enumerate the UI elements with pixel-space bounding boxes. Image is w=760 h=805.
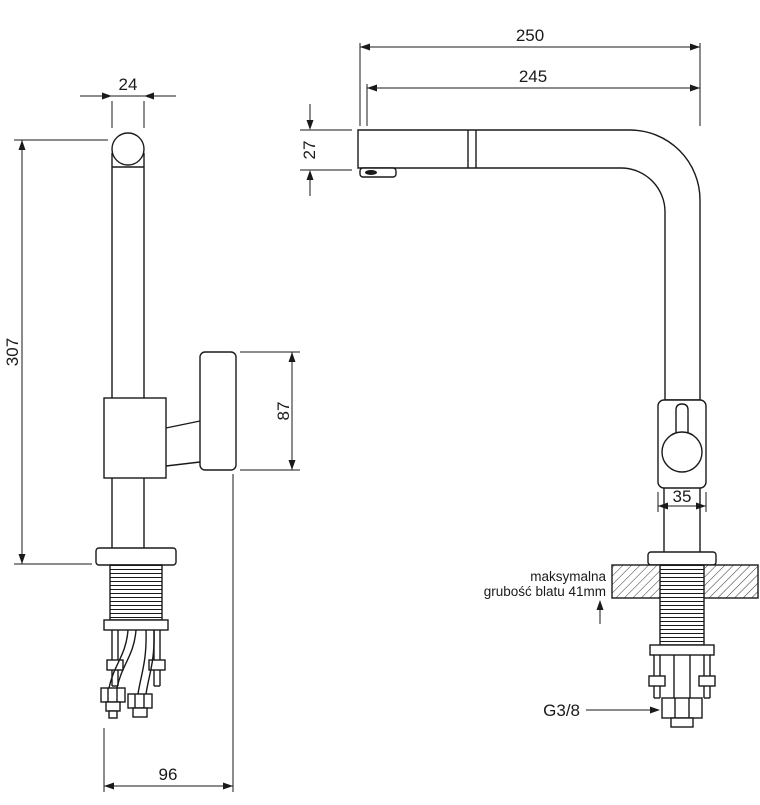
- dimension-250: 250: [359, 26, 701, 126]
- front-base-flange: [647, 551, 717, 566]
- mixer-body: [103, 397, 167, 479]
- dim-label-307: 307: [3, 338, 22, 366]
- aerator: [359, 167, 397, 178]
- washer-plate: [103, 619, 169, 631]
- dimension-35: 35: [657, 487, 707, 512]
- dim-label-24: 24: [119, 75, 138, 94]
- dim-label-35: 35: [673, 487, 692, 506]
- dimension-245: 245: [366, 67, 700, 126]
- dim-label-87: 87: [274, 402, 293, 421]
- thread-label: G3/8: [543, 701, 580, 720]
- note-line-1: maksymalna: [530, 569, 606, 584]
- base-flange: [95, 547, 177, 566]
- dimension-27: 27: [300, 104, 352, 196]
- ball-joint: [111, 132, 145, 166]
- countertop-note: maksymalna grubość blatu 41mm: [484, 569, 606, 624]
- spout: [357, 129, 701, 401]
- riser-pipe: [111, 153, 145, 398]
- g38-callout: G3/8: [543, 701, 660, 720]
- dim-label-245: 245: [519, 67, 547, 86]
- dimension-24: 24: [80, 75, 176, 128]
- front-mounting-studs: [648, 655, 716, 699]
- faucet-front-view: [357, 129, 759, 728]
- note-line-2: grubość blatu 41mm: [484, 584, 606, 599]
- dimension-87: 87: [240, 351, 300, 471]
- front-washer-plate: [649, 644, 715, 656]
- front-lower-neck: [663, 488, 701, 552]
- dim-label-250: 250: [516, 26, 544, 45]
- supply-hoses: [100, 629, 155, 719]
- lower-neck: [111, 478, 145, 548]
- mounting-threads: [109, 564, 163, 621]
- front-mounting-threads: [659, 564, 705, 646]
- g38-connector: [661, 655, 703, 728]
- faucet-side-view: [95, 132, 237, 719]
- lever-handle: [165, 351, 237, 471]
- body-loop-handle: [657, 399, 707, 489]
- mounting-studs: [106, 630, 166, 687]
- pullout-joint: [467, 130, 477, 168]
- dimension-307: 307: [3, 139, 108, 565]
- dimensions: 250 245 27 24: [3, 26, 707, 792]
- dim-label-96: 96: [159, 765, 178, 784]
- dim-label-27: 27: [300, 141, 319, 160]
- dimension-96: 96: [103, 474, 234, 792]
